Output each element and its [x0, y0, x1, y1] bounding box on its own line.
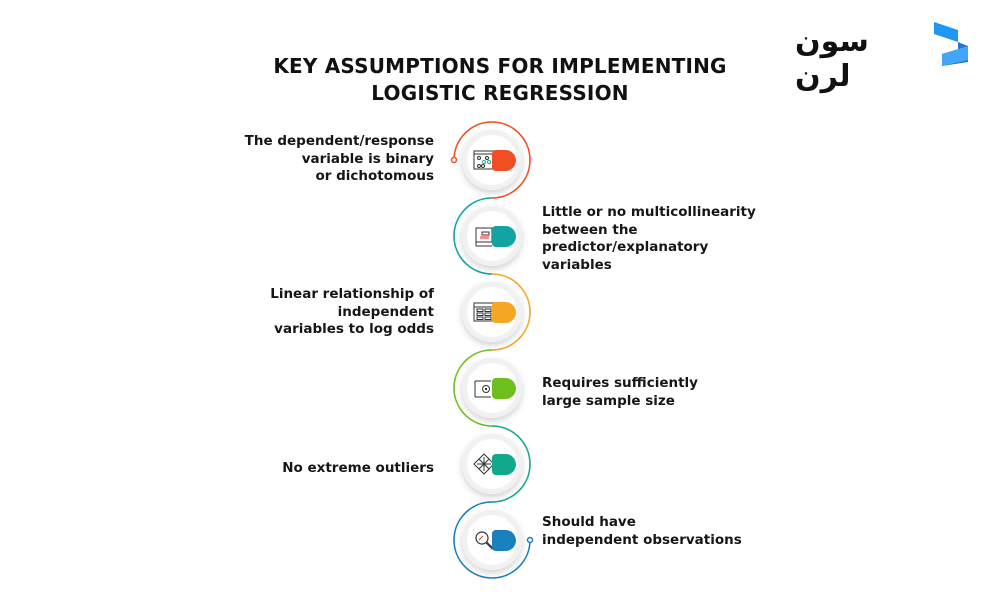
step-node — [462, 206, 522, 266]
color-tab — [492, 530, 516, 551]
color-tab — [492, 150, 516, 171]
step-label-line: predictor/explanatory — [542, 239, 709, 255]
step-label-line: The dependent/response — [244, 133, 434, 149]
connector-arc — [491, 425, 531, 503]
step-label-line: between the — [542, 221, 638, 238]
infographic-title: KEY ASSUMPTIONS FOR IMPLEMENTING LOGISTI… — [200, 53, 800, 107]
magnifier-icon — [473, 529, 495, 551]
connector-arc — [453, 349, 493, 427]
step-label-line: variables — [542, 256, 612, 273]
step-node — [462, 358, 522, 418]
color-tab — [492, 378, 516, 399]
connector-arc — [453, 501, 531, 579]
connector-arc — [453, 197, 493, 275]
step-label-line: independent — [337, 303, 434, 320]
step-node — [462, 510, 522, 570]
logo-text: سون لرن — [795, 24, 870, 94]
connector-arc — [491, 273, 531, 351]
title-line-2: LOGISTIC REGRESSION — [371, 81, 629, 105]
step-label-line: Linear relationship of — [270, 286, 434, 302]
color-tab — [492, 226, 516, 247]
step-label-line: variable is binary — [301, 150, 434, 167]
step-label-line: Should have — [542, 514, 636, 530]
step-node — [462, 282, 522, 342]
step-label-line: No extreme outliers — [282, 460, 434, 476]
path-end-dot — [526, 536, 534, 544]
step-label-line: or dichotomous — [315, 168, 434, 184]
step-node — [462, 434, 522, 494]
title-line-1: KEY ASSUMPTIONS FOR IMPLEMENTING — [273, 54, 727, 78]
arrows-expand-icon — [473, 453, 495, 475]
step-label: No extreme outliers — [230, 460, 434, 478]
step-label-line: variables to log odds — [274, 321, 434, 337]
table-rows-icon — [473, 301, 495, 323]
color-tab — [492, 454, 516, 475]
step-label-line: independent observations — [542, 531, 742, 548]
step-label-line: Little or no multicollinearity — [542, 204, 756, 220]
brand-logo: سون لرن — [795, 20, 975, 94]
color-tab — [492, 302, 516, 323]
logo-mark-icon — [934, 22, 968, 66]
gear-document-icon — [473, 377, 495, 399]
step-label-line: Requires sufficiently — [542, 375, 698, 391]
step-label-line: large sample size — [542, 392, 675, 409]
step-node — [462, 130, 522, 190]
path-start-dot — [450, 156, 458, 164]
connector-arc — [453, 121, 531, 199]
